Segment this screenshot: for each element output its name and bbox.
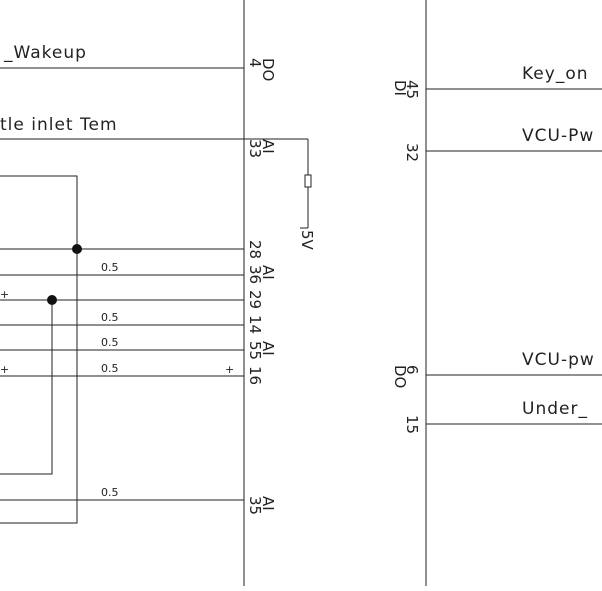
pin-type-do: DO <box>259 58 277 81</box>
wire-gauge-label: 0.5 <box>101 362 119 375</box>
signal-label-key-on: Key_on <box>522 64 589 84</box>
pin-number-15: 15 <box>403 415 421 434</box>
pin-type-do: DO <box>391 365 409 388</box>
signal-label-under: Under_ <box>522 399 588 419</box>
pin-number-28: 28 <box>246 240 264 259</box>
polarity-mark: + <box>0 363 9 376</box>
polarity-mark: + <box>225 363 234 376</box>
pin-number-16: 16 <box>246 366 264 385</box>
signal-label-vcu-pwr: VCU-pw <box>522 350 595 370</box>
pin-number-14: 14 <box>246 315 264 334</box>
pin-type-ai: AI <box>259 496 277 511</box>
wire-gauge-label: 0.5 <box>101 311 119 324</box>
pin-number-55: 55 <box>246 341 264 360</box>
shield-wire-outer <box>0 175 78 524</box>
polarity-mark: + <box>0 288 9 301</box>
pin-number-32: 32 <box>403 143 421 162</box>
junction-dot-lower <box>47 295 57 305</box>
fuse-symbol <box>304 174 312 188</box>
pin-number-33: 33 <box>246 139 264 158</box>
pin-type-ai: AI <box>259 341 277 356</box>
pin-type-ai: AI <box>259 139 277 154</box>
wire-gauge-label: 0.5 <box>101 261 119 274</box>
pin-number-4: 4 <box>246 58 264 68</box>
pin-type-ai: AI <box>259 265 277 280</box>
signal-label-wakeup: _Wakeup <box>3 43 87 63</box>
supply-label: 5V <box>298 230 316 251</box>
signal-label-vcu-pw: VCU-Pw <box>522 126 594 146</box>
pin-number-36: 36 <box>246 265 264 284</box>
wire-gauge-label: 0.5 <box>101 486 119 499</box>
pin-number-6: 6 <box>403 365 421 375</box>
shield-wire-inner <box>0 300 53 475</box>
pin-type-di: DI <box>391 80 409 96</box>
pin-number-35: 35 <box>246 496 264 515</box>
pin-number-45: 45 <box>403 80 421 99</box>
junction-dot-upper <box>72 244 82 254</box>
pin-number-29: 29 <box>246 290 264 309</box>
wire-gauge-label: 0.5 <box>101 336 119 349</box>
signal-label-inlet-temp: tle inlet Tem <box>0 115 118 135</box>
